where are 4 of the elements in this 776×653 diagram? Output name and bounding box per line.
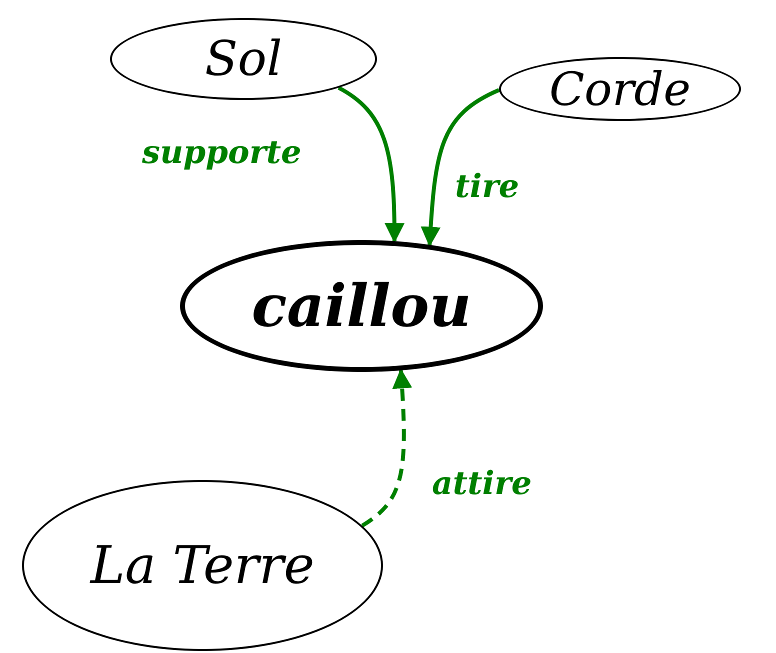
node-label: Corde: [549, 62, 691, 116]
node-label: La Terre: [90, 536, 314, 596]
node-label: caillou: [252, 272, 472, 340]
node-label: Sol: [204, 31, 282, 87]
